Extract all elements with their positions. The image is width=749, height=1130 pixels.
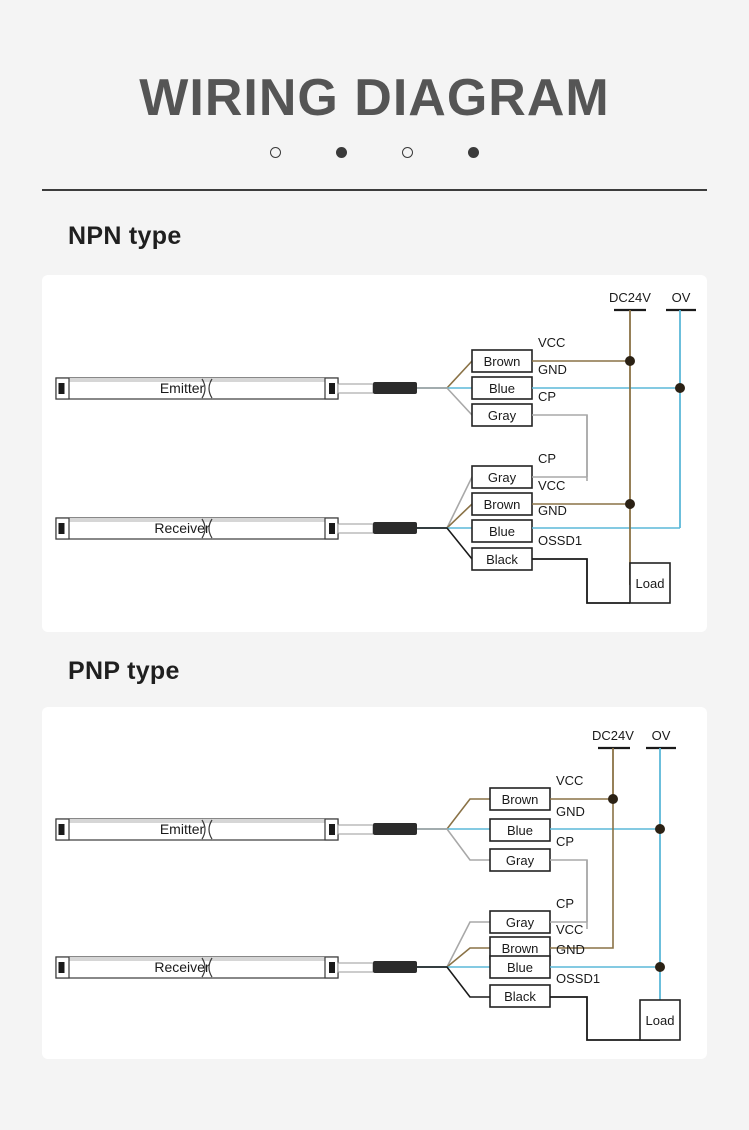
receiver-wire-box-black: Black (471, 547, 533, 571)
junction-dot-gnd-receiver (655, 962, 665, 972)
receiver-label: Receiver (154, 959, 210, 975)
junction-dot-gnd-emitter (655, 824, 665, 834)
emitter-wire-box-blue-label: Blue (489, 381, 515, 396)
emitter-wire-box-brown-label: Brown (484, 354, 521, 369)
junction-dot-vcc (608, 794, 618, 804)
pnp-diagram: Emitter Brown Blue (42, 707, 707, 1059)
receiver-wire-box-black: Black (489, 984, 551, 1008)
load-block: Load (639, 999, 681, 1041)
emitter-wire-box-gray: Gray (489, 848, 551, 872)
pnp-diagram-card: Emitter Brown Blue (42, 707, 707, 1059)
rail-ov: OV (646, 728, 676, 1000)
npn-diagram-card: Emitter Brown Blue (42, 275, 707, 632)
junction-dot-vcc-emitter (625, 356, 635, 366)
rail-ov-label: OV (672, 290, 691, 305)
emitter-signal-cp: CP (538, 389, 556, 404)
emitter-device: Emitter (55, 377, 417, 400)
receiver-wire-box-gray: Gray (471, 465, 533, 489)
receiver-wire-box-gray-label: Gray (488, 470, 517, 485)
npn-diagram: Emitter Brown Blue (42, 275, 707, 632)
emitter-signal-gnd: GND (538, 362, 567, 377)
receiver-fanout-wires (417, 921, 490, 998)
receiver-device: Receiver (55, 956, 417, 979)
emitter-wire-box-blue: Blue (489, 818, 551, 842)
receiver-signal-ossd1: OSSD1 (556, 971, 600, 986)
emitter-signal-gnd: GND (556, 804, 585, 819)
rail-dc24v: DC24V (609, 290, 651, 585)
receiver-signal-ossd1: OSSD1 (538, 533, 582, 548)
receiver-wire-box-gray: Gray (489, 910, 551, 934)
receiver-wire-box-brown-label: Brown (502, 941, 539, 956)
receiver-label: Receiver (154, 520, 210, 536)
emitter-device: Emitter (55, 818, 417, 841)
header-divider (42, 189, 707, 191)
receiver-signal-gnd: GND (556, 942, 585, 957)
receiver-fanout-wires (417, 476, 502, 560)
dot-1 (270, 147, 281, 158)
emitter-wire-box-brown-label: Brown (502, 792, 539, 807)
receiver-wire-box-brown: Brown (489, 936, 551, 960)
receiver-wire-box-blue: Blue (489, 955, 551, 979)
emitter-signal-vcc: VCC (538, 335, 565, 350)
page-title: WIRING DIAGRAM (139, 69, 610, 127)
receiver-signal-cp: CP (538, 451, 556, 466)
rail-dc24v-label: DC24V (592, 728, 634, 743)
dot-2 (336, 147, 347, 158)
decorative-dots (0, 147, 749, 158)
load-block: Load (629, 562, 671, 604)
rail-dc24v: DC24V (592, 728, 634, 799)
receiver-signal-gnd: GND (538, 503, 567, 518)
load-label: Load (646, 1013, 675, 1028)
receiver-signal-vcc: VCC (556, 922, 583, 937)
receiver-wire-box-blue-label: Blue (489, 524, 515, 539)
receiver-wire-box-blue: Blue (471, 519, 533, 543)
receiver-wire-box-black-label: Black (486, 552, 518, 567)
receiver-wire-box-blue-label: Blue (507, 960, 533, 975)
rail-ov: OV (666, 290, 696, 528)
emitter-wire-box-blue: Blue (471, 376, 533, 400)
emitter-wire-box-blue-label: Blue (507, 823, 533, 838)
emitter-signal-vcc: VCC (556, 773, 583, 788)
emitter-wire-box-gray: Gray (471, 403, 533, 427)
receiver-signal-vcc: VCC (538, 478, 565, 493)
emitter-wire-box-gray-label: Gray (506, 853, 535, 868)
section-title-npn: NPN type (68, 222, 182, 250)
emitter-label: Emitter (160, 380, 205, 396)
dot-4 (468, 147, 479, 158)
emitter-wire-box-brown: Brown (489, 787, 551, 811)
emitter-wire-box-gray-label: Gray (488, 408, 517, 423)
section-title-pnp: PNP type (68, 657, 180, 685)
rail-dc24v-label: DC24V (609, 290, 651, 305)
emitter-fanout-wires (417, 798, 490, 861)
receiver-device: Receiver (55, 517, 417, 540)
receiver-wire-box-gray-label: Gray (506, 915, 535, 930)
receiver-wire-box-black-label: Black (504, 989, 536, 1004)
junction-dot-vcc-receiver (625, 499, 635, 509)
rail-ov-label: OV (652, 728, 671, 743)
dot-3 (402, 147, 413, 158)
receiver-wire-box-brown: Brown (471, 492, 533, 516)
emitter-label: Emitter (160, 821, 205, 837)
receiver-signal-cp: CP (556, 896, 574, 911)
emitter-signal-cp: CP (556, 834, 574, 849)
receiver-wire-box-brown-label: Brown (484, 497, 521, 512)
junction-dot-gnd-emitter (675, 383, 685, 393)
load-label: Load (636, 576, 665, 591)
emitter-wire-box-brown: Brown (471, 349, 533, 373)
